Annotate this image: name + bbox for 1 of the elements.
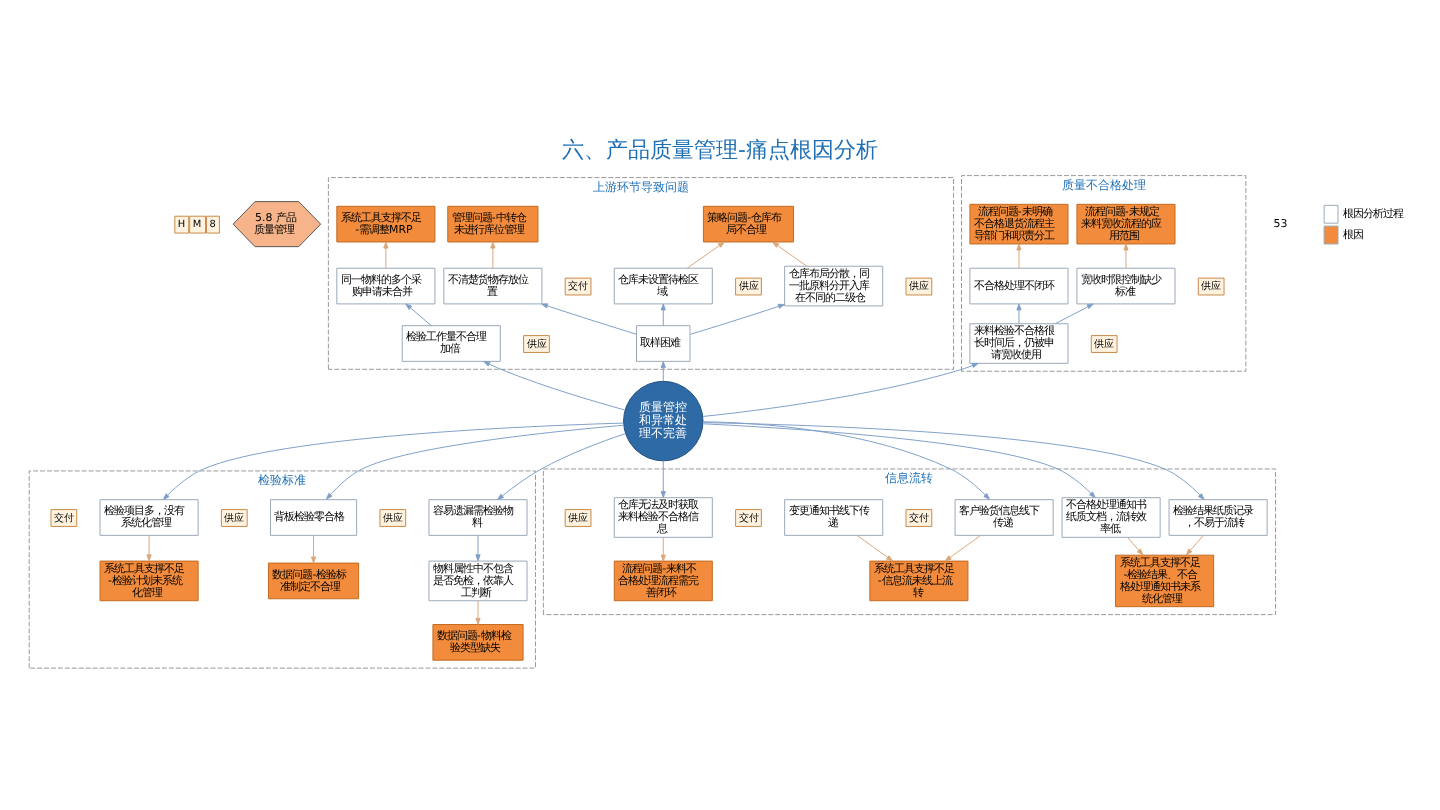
diagram-title: 六、产品质量管理-痛点根因分析 xyxy=(562,136,878,163)
